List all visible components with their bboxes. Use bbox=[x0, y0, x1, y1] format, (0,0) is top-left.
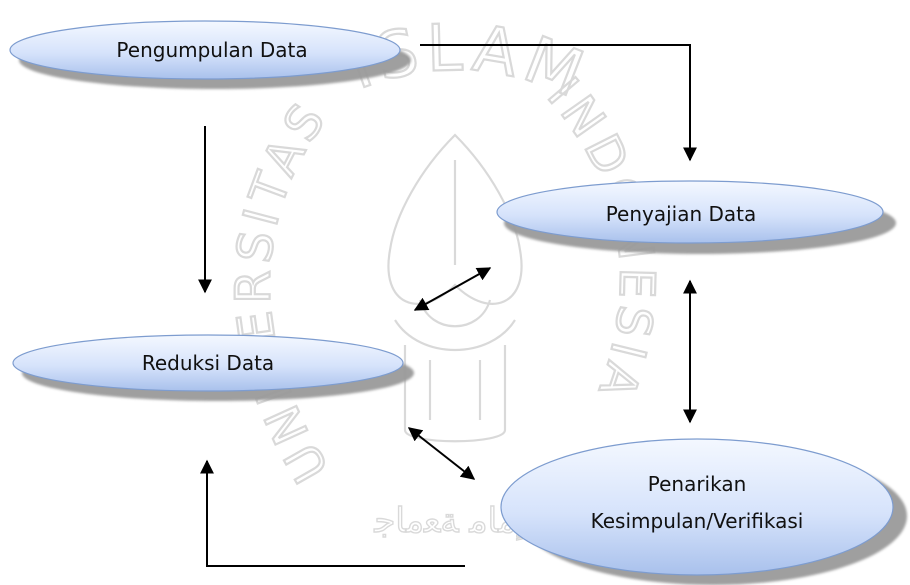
node-penarikan-label-line1: Penarikan bbox=[648, 472, 747, 496]
node-penarikan-kesimpulan-ellipse bbox=[500, 438, 894, 576]
node-reduksi-data-ellipse bbox=[12, 334, 404, 392]
arrow-penarikan-to-reduksi bbox=[200, 459, 465, 567]
watermark-left-text: UNIVERSITAS bbox=[226, 90, 340, 492]
arrow-reduksi-penyajian bbox=[413, 267, 492, 311]
node-pengumpulan-data-ellipse bbox=[9, 20, 401, 80]
node-pengumpulan-data: Pengumpulan Data bbox=[9, 20, 411, 89]
node-reduksi-data-label: Reduksi Data bbox=[142, 351, 274, 375]
node-pengumpulan-data-label: Pengumpulan Data bbox=[116, 38, 307, 62]
node-penyajian-data-label: Penyajian Data bbox=[606, 202, 757, 226]
edges bbox=[198, 44, 697, 567]
node-penyajian-data: Penyajian Data bbox=[496, 180, 896, 254]
node-penyajian-data-ellipse bbox=[496, 180, 884, 244]
node-penarikan-kesimpulan: Penarikan Kesimpulan/Verifikasi bbox=[500, 438, 907, 585]
arrow-pengumpulan-to-penyajian bbox=[420, 44, 697, 162]
node-reduksi-data: Reduksi Data bbox=[12, 334, 414, 401]
arrow-reduksi-penarikan bbox=[407, 427, 476, 480]
node-penarikan-label-line2: Kesimpulan/Verifikasi bbox=[591, 509, 804, 533]
